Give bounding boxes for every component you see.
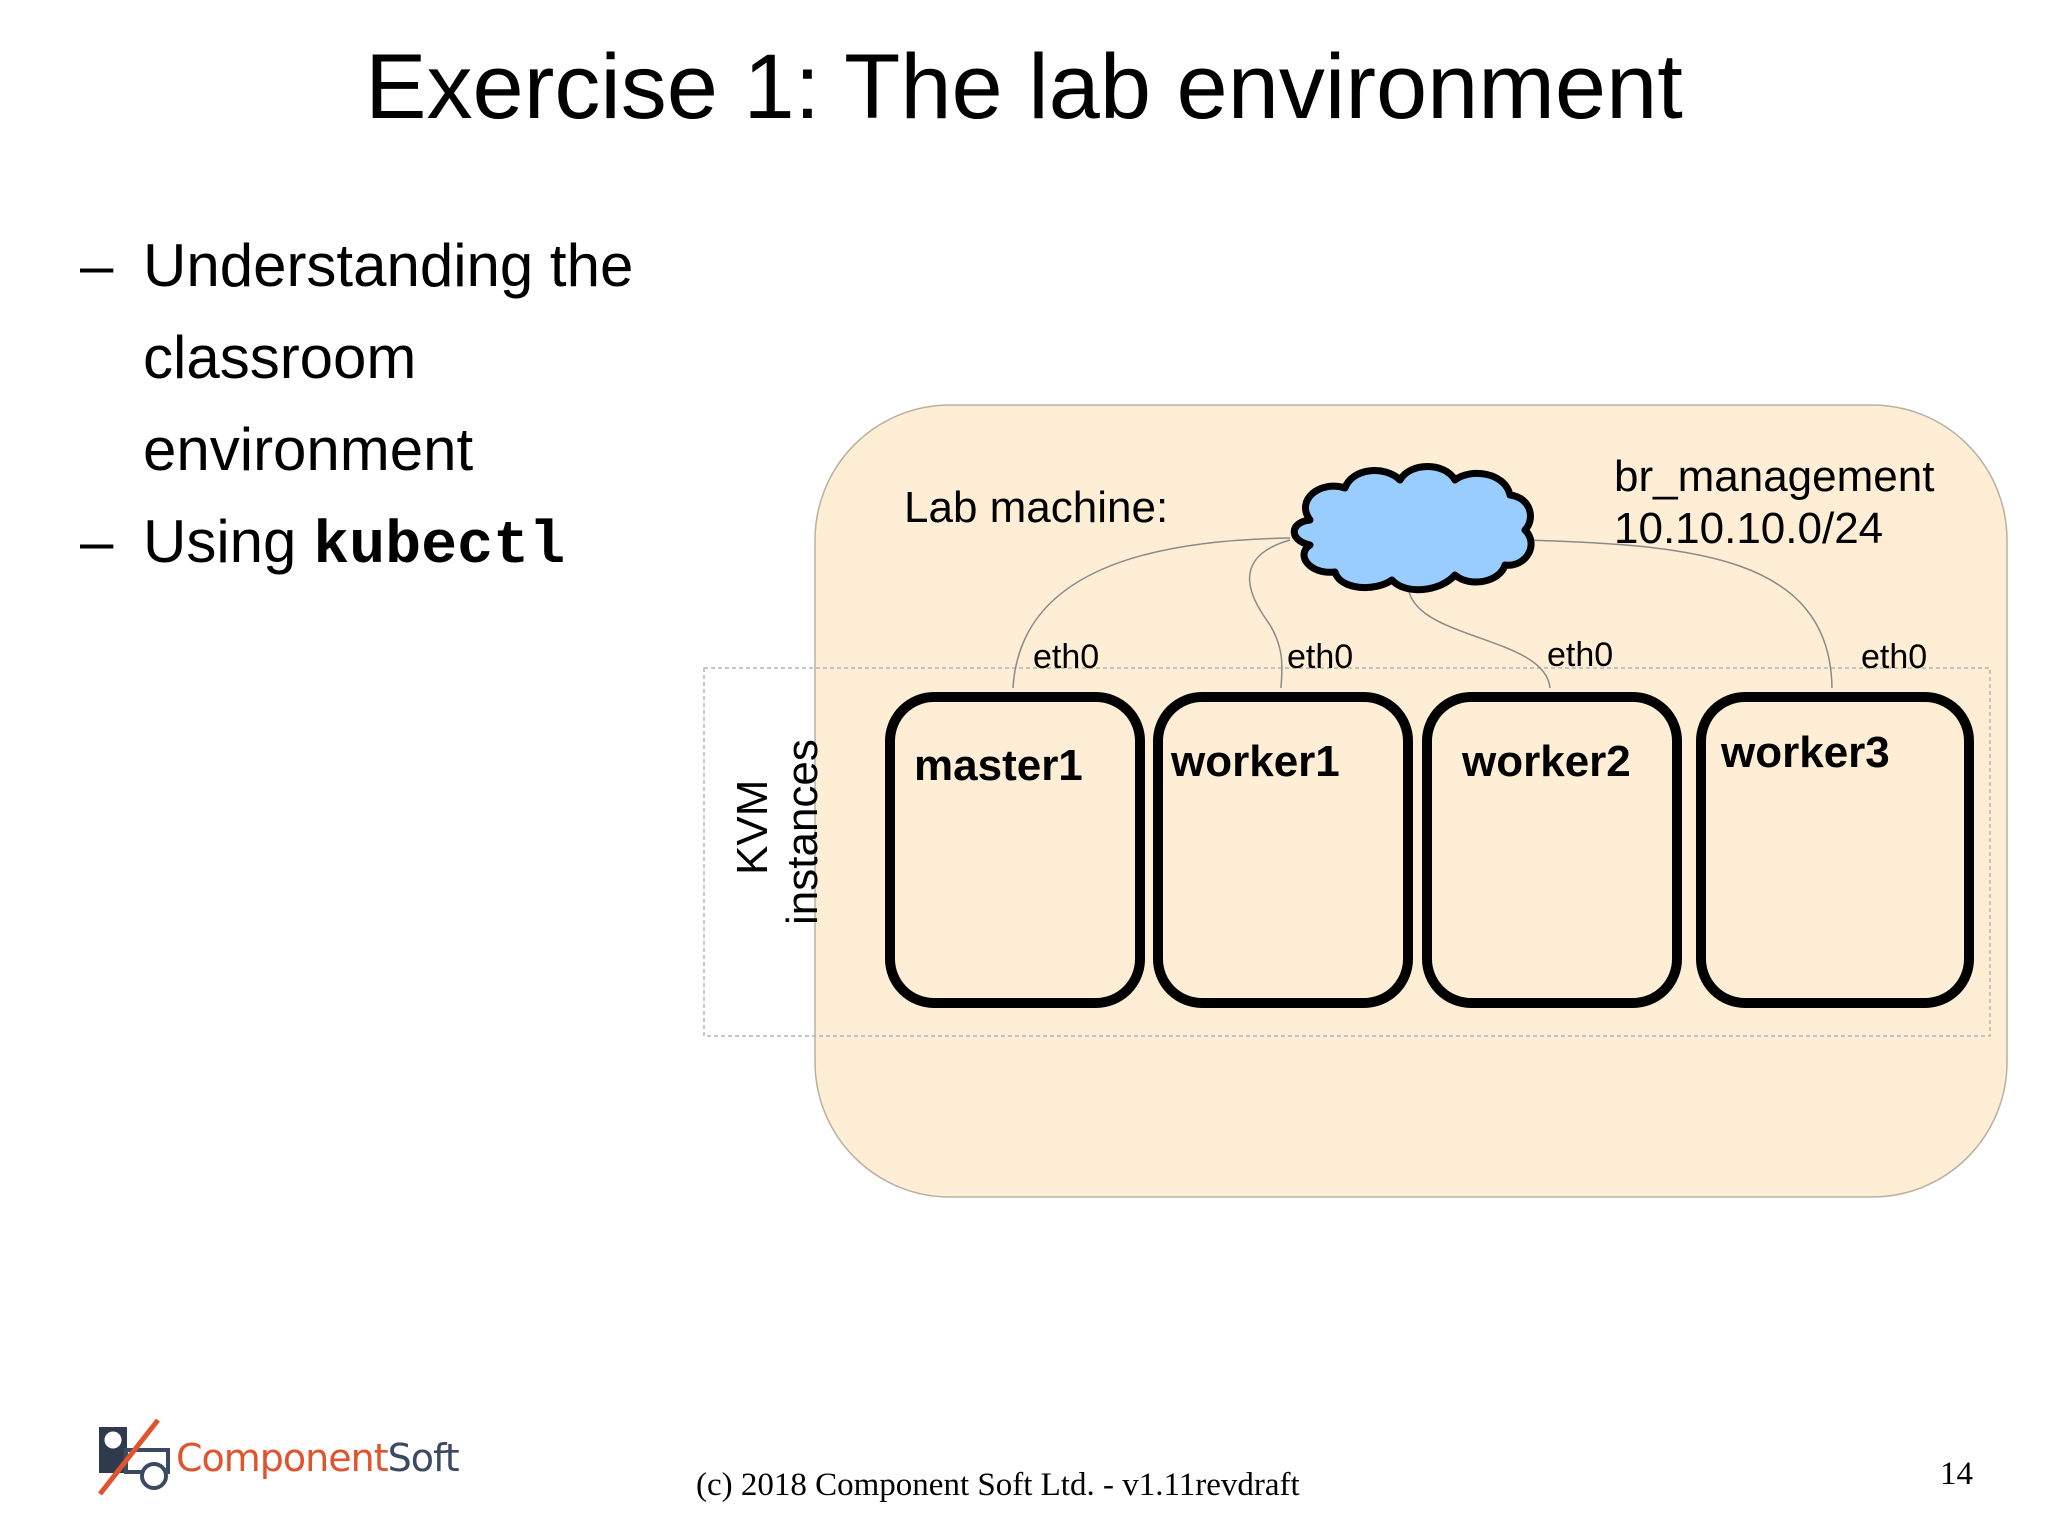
kvm-instances-frame [703, 667, 1991, 1037]
link-worker1 [1248, 539, 1291, 689]
bullet-text: Understanding the classroom environment [143, 232, 634, 483]
bullet-item: – Using kubectl [80, 496, 680, 593]
eth0-label-3: eth0 [1547, 636, 1613, 674]
bullet-dash: – [80, 232, 114, 299]
bridge-name-label: br_management [1614, 452, 1934, 501]
link-worker2 [1407, 584, 1551, 689]
node-worker2-box [1422, 692, 1682, 1008]
copyright-text: (c) 2018 Component Soft Ltd. - v1.11revd… [696, 1467, 1300, 1503]
node-worker1-box [1153, 692, 1413, 1008]
bridge-subnet-label: 10.10.10.0/24 [1614, 504, 1883, 553]
eth0-label-4: eth0 [1861, 638, 1927, 676]
bullet-dash: – [80, 508, 114, 575]
node-worker3-label: worker3 [1720, 728, 1890, 777]
logo-wordmark-part2: Soft [387, 1436, 460, 1480]
logo-wordmark: ComponentSoft [176, 1436, 460, 1480]
bullet-code: kubectl [313, 513, 566, 581]
eth0-label-1: eth0 [1033, 638, 1099, 676]
bullet-text: Using [143, 508, 314, 575]
bullet-item: – Understanding the classroom environmen… [80, 220, 680, 496]
kvm-instances-label: instances [778, 739, 827, 925]
node-worker1-label: worker1 [1170, 737, 1340, 786]
network-links [1012, 537, 1833, 689]
lab-machine-label: Lab machine: [904, 483, 1168, 532]
node-master1-label: master1 [914, 741, 1083, 790]
node-master1-box [885, 692, 1145, 1008]
slide-title: Exercise 1: The lab environment [365, 36, 1683, 138]
network-cloud-icon [1290, 463, 1535, 594]
node-worker2-label: worker2 [1461, 737, 1631, 786]
eth0-label-2: eth0 [1287, 638, 1353, 676]
link-master1 [1012, 537, 1291, 689]
node-worker3-box [1696, 692, 1974, 1008]
link-worker3 [1524, 539, 1833, 689]
logo-mark-icon [98, 1418, 170, 1496]
page-number: 14 [1940, 1456, 1973, 1492]
kvm-label: KVM [728, 780, 777, 875]
bullet-list: – Understanding the classroom environmen… [80, 220, 680, 593]
logo-wordmark-part1: Component [176, 1436, 389, 1480]
company-logo: ComponentSoft [96, 1418, 460, 1496]
